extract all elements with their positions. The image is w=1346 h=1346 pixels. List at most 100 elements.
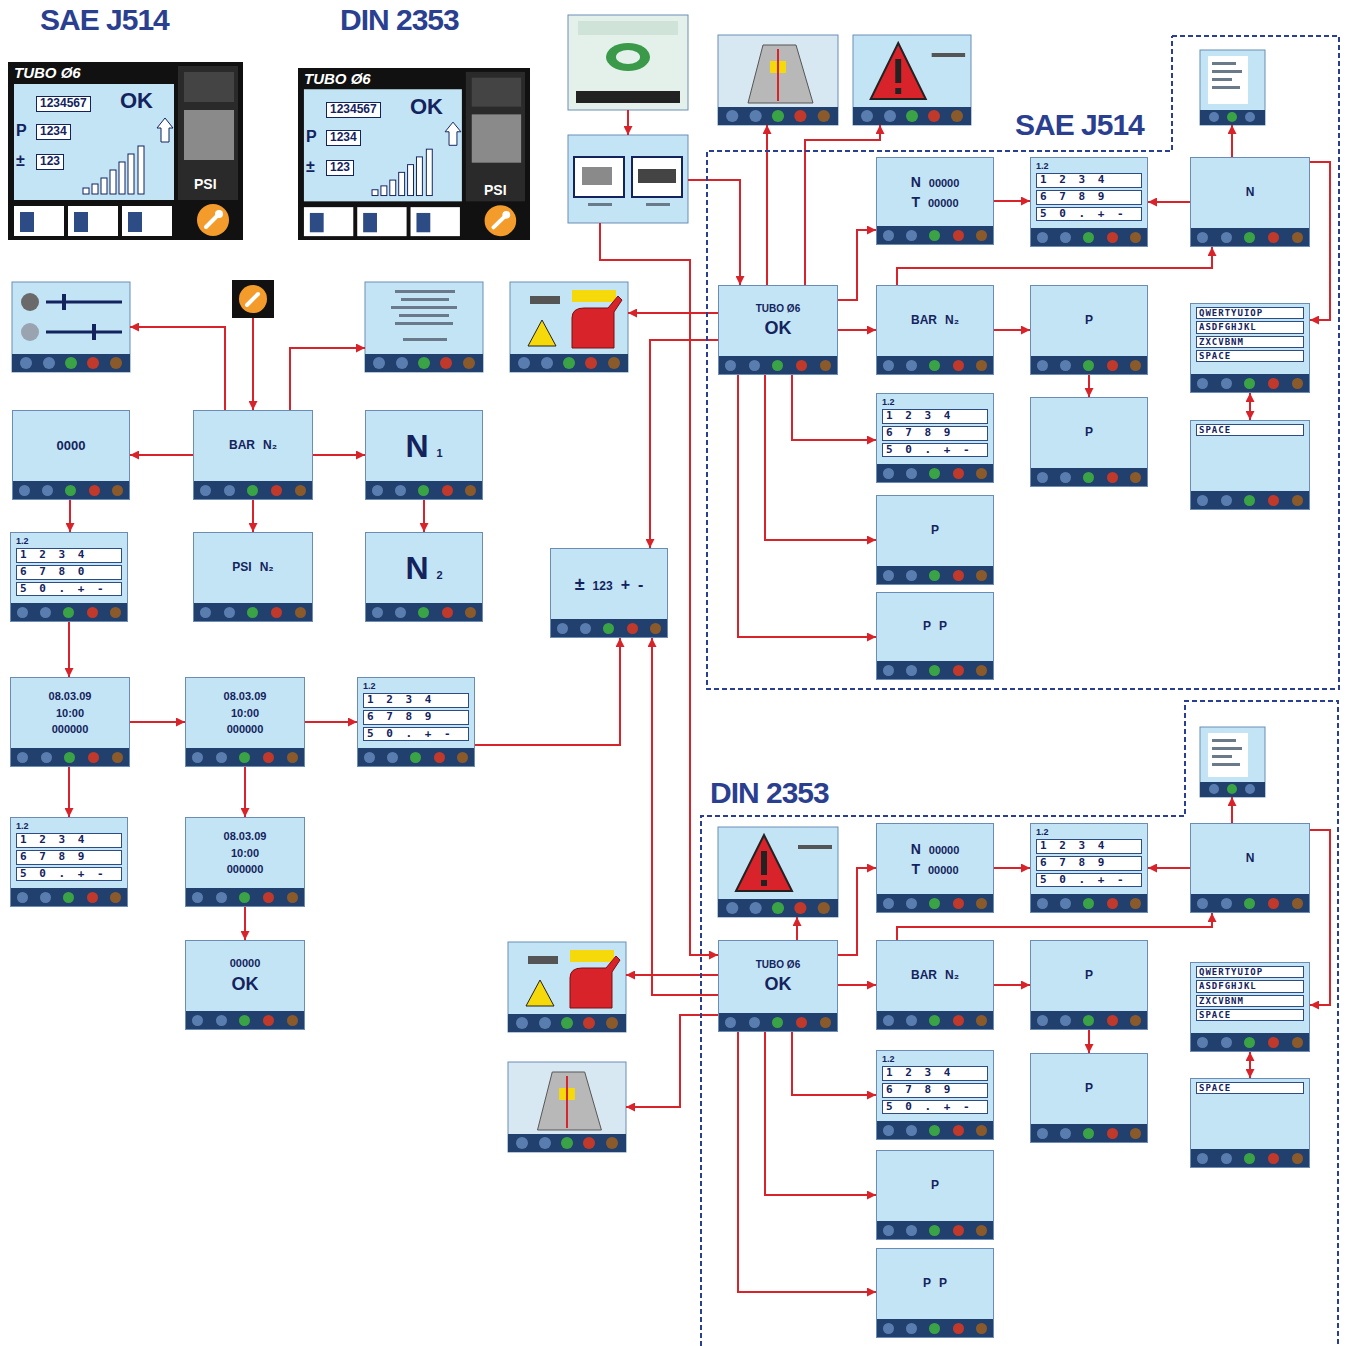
screen-content: P [1031, 398, 1147, 468]
screen-content: N [1191, 158, 1309, 228]
button-icon [906, 1323, 917, 1334]
screen-text: P [1085, 314, 1093, 328]
screen-text: 00000 [929, 844, 960, 857]
keypad-screen: 1.21 2 3 46 7 8 05 0 . + - [10, 532, 128, 622]
main-screen: TUBO Ø61234567P1234±123OKPSI [298, 68, 530, 240]
button-icon [216, 752, 227, 763]
button-icon [442, 485, 453, 496]
button-icon [65, 485, 76, 496]
button-bar [877, 1221, 993, 1239]
region-heading: DIN 2353 [710, 778, 829, 808]
button-icon [883, 468, 894, 479]
flow-arrow [1148, 201, 1190, 203]
flow-arrow [1249, 1052, 1251, 1078]
button-icon [1292, 232, 1303, 243]
keypad-header: 1.2 [16, 821, 29, 831]
button-icon [247, 485, 258, 496]
button-icon [603, 623, 614, 634]
button-icon [239, 1015, 250, 1026]
button-bar [11, 748, 129, 766]
button-icon [1083, 1128, 1094, 1139]
button-icon [906, 570, 917, 581]
button-icon [976, 570, 987, 581]
screen-text: P [939, 620, 947, 634]
button-icon [1130, 232, 1141, 243]
button-icon [372, 485, 383, 496]
flow-arrow [68, 767, 70, 817]
button-icon [88, 752, 99, 763]
screen-text: TUBO Ø6 [304, 70, 371, 87]
button-icon [1037, 1015, 1048, 1026]
button-icon [192, 1015, 203, 1026]
button-icon [929, 468, 940, 479]
button-bar [11, 888, 127, 906]
button-icon [1244, 898, 1255, 909]
screen-text: ± [575, 574, 585, 595]
screen-content: 00000OK [186, 941, 304, 1011]
button-icon [883, 1125, 894, 1136]
button-bar [1031, 1124, 1147, 1142]
button-icon [457, 752, 468, 763]
button-icon [725, 360, 736, 371]
flow-arrow [313, 454, 365, 456]
keypad-header: 1.2 [16, 536, 29, 546]
screen-text: OK [410, 94, 443, 119]
keyboard-row: QWERTYUIOP [1196, 307, 1304, 319]
button-icon [1107, 898, 1118, 909]
button-icon [1060, 472, 1071, 483]
button-icon [1244, 495, 1255, 506]
button-icon [796, 360, 807, 371]
section-heading: DIN 2353 [340, 5, 459, 35]
screen-text: 123 [326, 160, 354, 176]
flow-arrow [1310, 830, 1330, 1005]
button-icon [295, 485, 306, 496]
button-icon [883, 230, 894, 241]
button-icon [1292, 1037, 1303, 1048]
button-icon [1292, 378, 1303, 389]
screen: ±123+- [550, 548, 668, 638]
flow-arrow [897, 913, 1212, 940]
button-icon [200, 485, 211, 496]
button-icon [976, 898, 987, 909]
keypad-screen: 1.21 2 3 46 7 8 95 0 . + - [876, 393, 994, 483]
button-icon [87, 607, 98, 618]
screen-text: 1 [436, 447, 442, 460]
screen-text: P [931, 1179, 939, 1193]
button-icon [929, 570, 940, 581]
button-icon [1244, 1153, 1255, 1164]
screen-text: 0000 [57, 439, 86, 454]
screen-text: 00000 [928, 197, 959, 210]
button-icon [929, 1015, 940, 1026]
button-icon [263, 752, 274, 763]
button-icon [1268, 232, 1279, 243]
screen-content: P [877, 1151, 993, 1221]
keyboard-row: SPACE [1196, 350, 1304, 362]
button-icon [89, 485, 100, 496]
button-icon [976, 1225, 987, 1236]
screen-text: 10:00 [56, 707, 84, 720]
button-bar [877, 1121, 993, 1139]
button-bar [877, 566, 993, 584]
screen: N1 [365, 410, 483, 500]
flow-arrow [765, 1032, 876, 1195]
keyboard-row: ASDFGHJKL [1196, 980, 1304, 992]
region: DIN 2353TUBO Ø6OKN00000T000001.21 2 3 46… [700, 700, 1340, 1346]
screen-content: 08.03.0910:00000000 [186, 818, 304, 888]
screen-content: QWERTYUIOPASDFGHJKLZXCVBNMSPACE [1191, 304, 1309, 374]
flow-arrow [130, 454, 193, 456]
screen-content: P [1031, 286, 1147, 356]
screen-content: QWERTYUIOPASDFGHJKLZXCVBNMSPACE [1191, 963, 1309, 1033]
flow-arrow [475, 638, 620, 745]
button-icon [192, 892, 203, 903]
button-icon [192, 752, 203, 763]
screen-content: 1.21 2 3 46 7 8 95 0 . + - [358, 678, 474, 748]
button-icon [976, 1125, 987, 1136]
screen-content: SPACE [1191, 1079, 1309, 1149]
screen-text: 10:00 [231, 707, 259, 720]
screen: N [1190, 157, 1310, 247]
screen: N2 [365, 532, 483, 622]
flow-arrow [765, 375, 876, 540]
button-bar [186, 1011, 304, 1029]
button-icon [17, 892, 28, 903]
screen-content: 1.21 2 3 46 7 8 95 0 . + - [1031, 158, 1147, 228]
